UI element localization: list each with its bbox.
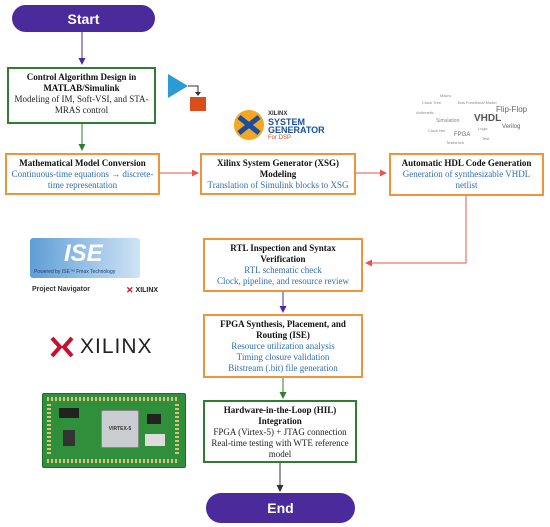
svg-text:Flip-Flop: Flip-Flop bbox=[496, 105, 528, 114]
vhdl-word-cloud-image: Macro Clock Tree Bus Functional Model Fl… bbox=[416, 93, 528, 145]
svg-text:Bus Functional Model: Bus Functional Model bbox=[458, 100, 497, 105]
svg-text:Clock Net: Clock Net bbox=[428, 128, 446, 133]
step-detail: Generation of synthesizable VHDL netlist bbox=[402, 169, 531, 190]
step-detail: Timing closure validation bbox=[236, 352, 330, 362]
xilinx-mark-icon bbox=[50, 336, 74, 358]
board-component bbox=[145, 434, 165, 446]
ise-brand: XILINX bbox=[135, 287, 159, 294]
svg-text:Verilog: Verilog bbox=[502, 124, 520, 130]
ise-name: ISE bbox=[64, 240, 103, 267]
board-pin-row bbox=[47, 397, 179, 401]
step-detail: RTL schematic check bbox=[244, 265, 322, 275]
step-title: RTL Inspection and Syntax Verification bbox=[230, 243, 336, 264]
svg-text:Macro: Macro bbox=[440, 93, 452, 98]
step-detail: Modeling of IM, Soft-VSI, and STA-MRAS c… bbox=[14, 94, 149, 115]
step-detail: Translation of Simulink blocks to XSG bbox=[207, 180, 349, 190]
ise-xilinx-mark-icon: ✕ bbox=[126, 285, 134, 295]
step-title: FPGA Synthesis, Placement, and Routing (… bbox=[220, 319, 346, 340]
step-detail: Continuous-time equations → discrete-tim… bbox=[11, 169, 154, 190]
xilinx-brand: XILINX bbox=[80, 335, 153, 358]
end-terminal: End bbox=[206, 493, 355, 523]
step-title: Hardware-in-the-Loop (HIL) Integration bbox=[223, 405, 337, 426]
step-rtl-inspection: RTL Inspection and Syntax Verification R… bbox=[203, 238, 363, 292]
fpga-chip: VIRTEX-5 bbox=[101, 410, 139, 448]
step-hdl-generation: Automatic HDL Code Generation Generation… bbox=[389, 153, 544, 196]
step-hil-integration: Hardware-in-the-Loop (HIL) Integration F… bbox=[203, 400, 357, 463]
board-component bbox=[59, 408, 79, 418]
step-detail: Bitstream (.bit) file generation bbox=[228, 363, 338, 373]
step-title: Mathematical Model Conversion bbox=[19, 158, 146, 168]
ise-logo: ISE Powered by ISE™ Fmax Technology Proj… bbox=[30, 238, 170, 300]
svg-text:Logic: Logic bbox=[478, 126, 488, 131]
svg-text:Testbench: Testbench bbox=[446, 140, 464, 145]
board-pin-column bbox=[47, 404, 51, 456]
start-terminal: Start bbox=[12, 5, 155, 32]
xsg-line2: GENERATOR bbox=[268, 125, 325, 135]
ise-tagline: Powered by ISE™ Fmax Technology bbox=[34, 269, 116, 275]
step-title: Control Algorithm Design in MATLAB/Simul… bbox=[26, 72, 137, 93]
step-title: Xilinx System Generator (XSG) Modeling bbox=[216, 158, 340, 179]
xsg-emblem-icon bbox=[234, 110, 264, 140]
board-pin-row bbox=[47, 459, 179, 463]
board-pin-column bbox=[175, 404, 179, 456]
step-title: Automatic HDL Code Generation bbox=[401, 158, 532, 168]
svg-text:Arithmetic: Arithmetic bbox=[416, 110, 434, 115]
xsg-logo: XILINX SYSTEM GENERATOR For DSP bbox=[232, 106, 332, 146]
xsg-line1: SYSTEM bbox=[268, 117, 306, 127]
xsg-sub: For DSP bbox=[268, 135, 292, 141]
step-detail: FPGA (Virtex-5) + JTAG connection bbox=[213, 427, 347, 437]
xilinx-logo: XILINX bbox=[50, 334, 180, 360]
start-label: Start bbox=[67, 10, 100, 27]
step-detail: Resource utilization analysis bbox=[231, 341, 335, 351]
svg-text:VHDL: VHDL bbox=[474, 113, 501, 124]
end-label: End bbox=[267, 500, 294, 516]
svg-text:Clock Tree: Clock Tree bbox=[422, 100, 442, 105]
arrow-step4-to-step5 bbox=[365, 196, 467, 267]
step-detail: Clock, pipeline, and resource review bbox=[217, 276, 349, 286]
ise-caption: Project Navigator bbox=[32, 286, 90, 293]
step-detail: Real-time testing with WTE reference mod… bbox=[211, 438, 349, 459]
svg-text:Simulation: Simulation bbox=[436, 118, 460, 124]
simulink-icon bbox=[168, 74, 206, 111]
board-component bbox=[63, 430, 75, 446]
step-control-algorithm-design: Control Algorithm Design in MATLAB/Simul… bbox=[7, 67, 156, 124]
step-model-conversion: Mathematical Model Conversion Continuous… bbox=[5, 153, 160, 195]
fpga-board-image: VIRTEX-5 bbox=[42, 393, 186, 468]
svg-text:Test: Test bbox=[482, 136, 490, 141]
svg-text:FPGA: FPGA bbox=[454, 132, 470, 138]
board-component bbox=[147, 414, 161, 424]
step-fpga-synthesis: FPGA Synthesis, Placement, and Routing (… bbox=[203, 314, 363, 378]
xsg-brand: XILINX bbox=[268, 111, 288, 117]
step-xsg-modeling: Xilinx System Generator (XSG) Modeling T… bbox=[200, 153, 356, 195]
fpga-chip-label: VIRTEX-5 bbox=[108, 426, 132, 432]
